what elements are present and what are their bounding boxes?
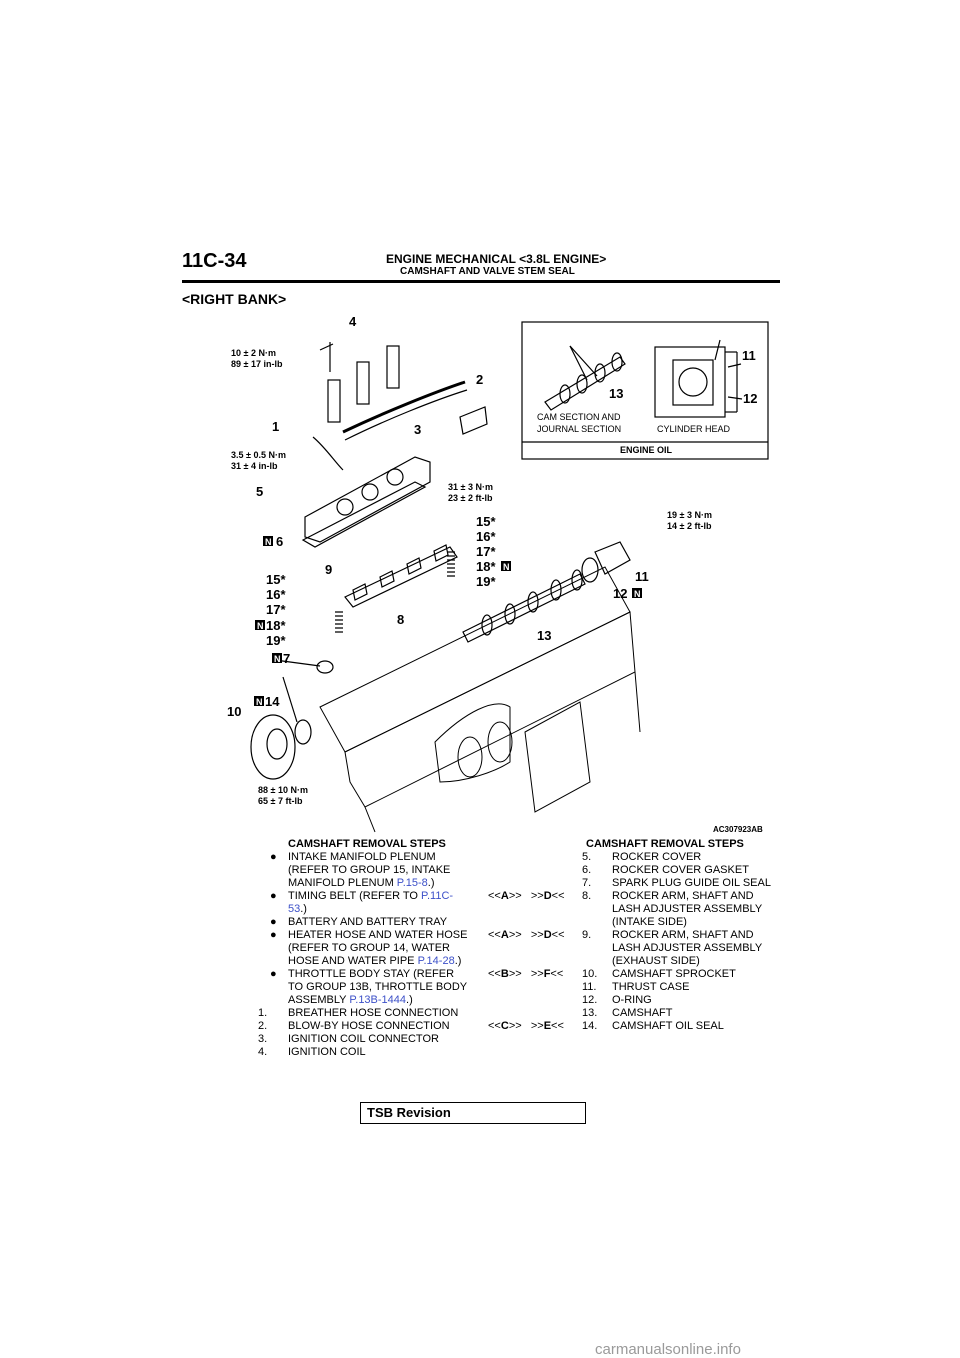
callout-16a: 16* [266, 587, 286, 602]
header-rule [182, 280, 780, 283]
callout-18b: 18* [476, 559, 496, 574]
tsb-revision-box: TSB Revision [360, 1102, 586, 1124]
callout-14: 14 [265, 694, 280, 709]
ref-link-p11c-53[interactable]: P.11C-53 [288, 890, 454, 915]
section-subtitle: CAMSHAFT AND VALVE STEM SEAL [400, 266, 575, 277]
inset-camshaft-drawing [544, 352, 626, 411]
torque-label-coil-bolt-inlb: 89 ± 17 in-lb [231, 359, 283, 369]
inset-callout-12: 12 [743, 391, 757, 406]
list-item: <<B>> >>F<< 10.CAMSHAFT SPROCKET [488, 968, 736, 980]
inset-label-cylinder-head: CYLINDER HEAD [657, 424, 731, 434]
list-item: <<A>> >>D<< 9.ROCKER ARM, SHAFT AND LASH… [488, 929, 762, 967]
torque-label-cover-bolt-inlb: 31 ± 4 in-lb [231, 461, 278, 471]
chapter-title: ENGINE MECHANICAL <3.8L ENGINE> [386, 252, 607, 266]
torque-label-thrust-bolt-ftlb: 14 ± 2 ft-lb [667, 521, 712, 531]
callout-4: 4 [349, 314, 357, 329]
ignition-coils-drawing [327, 345, 468, 441]
callout-6: 6 [276, 534, 283, 549]
callout-16b: 16* [476, 529, 496, 544]
torque-label-coil-bolt-nm: 10 ± 2 N·m [231, 348, 276, 358]
new-part-mark-18b: N [503, 562, 510, 572]
torque-label-thrust-bolt-nm: 19 ± 3 N·m [667, 510, 712, 520]
bank-title: <RIGHT BANK> [182, 291, 287, 307]
callout-18a: 18* [266, 618, 286, 633]
ref-link-p14-28[interactable]: P.14-28 [417, 955, 455, 967]
callout-9: 9 [325, 562, 332, 577]
cylinder-head-block-drawing [319, 566, 641, 833]
list-item: ●HEATER HOSE AND WATER HOSE (REFER TO GR… [270, 929, 468, 967]
list-item: ●BATTERY AND BATTERY TRAY [270, 916, 448, 928]
service-op-marks: <<A>> >>D<< [488, 929, 565, 941]
inset-callout-11: 11 [742, 348, 756, 363]
new-part-mark-6: N [265, 537, 272, 547]
list-item: 12.O-RING [582, 994, 652, 1006]
callout-1: 1 [272, 419, 279, 434]
image-code: AC307923AB [713, 825, 763, 834]
callout-17a: 17* [266, 602, 286, 617]
site-watermark: carmanualsonline.info [595, 1341, 741, 1358]
callout-7: 7 [283, 651, 290, 666]
callout-10: 10 [227, 704, 241, 719]
callout-5: 5 [256, 484, 263, 499]
inset-caption-engine-oil: ENGINE OIL [620, 445, 673, 455]
page-number: 11C-34 [182, 250, 247, 272]
left-steps-heading: CAMSHAFT REMOVAL STEPS [288, 838, 446, 850]
engine-oil-inset-box [521, 321, 769, 460]
new-part-mark-7: N [274, 654, 281, 664]
list-item: 1.BREATHER HOSE CONNECTION [258, 1007, 459, 1019]
callout-15b: 15* [476, 514, 496, 529]
list-item: 13.CAMSHAFT [582, 1007, 673, 1019]
torque-label-sprocket-bolt-nm: 88 ± 10 N·m [258, 785, 308, 795]
list-item: 5.ROCKER COVER [582, 851, 702, 863]
exploded-view-diagram: 10 ± 2 N·m 89 ± 17 in-lb 3.5 ± 0.5 N·m 3… [227, 314, 769, 834]
list-item: 6.ROCKER COVER GASKET [582, 864, 749, 876]
callout-19b: 19* [476, 574, 496, 589]
callout-15a: 15* [266, 572, 286, 587]
list-item: 7.SPARK PLUG GUIDE OIL SEAL [582, 877, 771, 889]
inset-cylinder-head-drawing [654, 346, 738, 418]
right-steps-heading: CAMSHAFT REMOVAL STEPS [586, 838, 744, 850]
inset-callout-13: 13 [609, 386, 623, 401]
torque-label-shaft-bolt-ftlb: 23 ± 2 ft-lb [448, 493, 493, 503]
callout-19a: 19* [266, 633, 286, 648]
service-op-marks: <<C>> >>E<< [488, 1020, 564, 1032]
callout-11: 11 [635, 569, 649, 584]
right-steps-column: CAMSHAFT REMOVAL STEPS 5.ROCKER COVER 6.… [488, 838, 778, 1033]
ref-link-p15-8[interactable]: P.15-8 [396, 877, 428, 889]
thrust-case-drawing [594, 541, 631, 575]
ref-link-p13b-1444[interactable]: P.13B-1444 [349, 994, 407, 1006]
left-steps-column: CAMSHAFT REMOVAL STEPS ●INTAKE MANIFOLD … [258, 838, 473, 1059]
camshaft-sprocket-drawing [250, 714, 312, 780]
new-part-mark-18a: N [257, 621, 264, 631]
service-op-marks: <<B>> >>F<< [488, 968, 564, 980]
callout-2: 2 [476, 372, 483, 387]
new-part-mark-12: N [634, 589, 641, 599]
torque-label-sprocket-bolt-ftlb: 65 ± 7 ft-lb [258, 796, 303, 806]
list-item: ●THROTTLE BODY STAY (REFER TO GROUP 13B,… [270, 968, 467, 1006]
list-item: <<A>> >>D<< 8.ROCKER ARM, SHAFT AND LASH… [488, 890, 762, 928]
service-op-marks: <<A>> >>D<< [488, 890, 565, 902]
callout-13: 13 [537, 628, 551, 643]
list-item: 11.THRUST CASE [582, 981, 690, 993]
rocker-cover-drawing [301, 456, 431, 548]
list-item: 2.BLOW-BY HOSE CONNECTION [258, 1020, 450, 1032]
callout-3: 3 [414, 422, 421, 437]
callout-17b: 17* [476, 544, 496, 559]
callout-12: 12 [613, 586, 627, 601]
inset-label-cam-section-2: JOURNAL SECTION [537, 424, 621, 434]
new-part-mark-14: N [256, 697, 263, 707]
camshaft-drawing [462, 569, 586, 643]
torque-label-shaft-bolt-nm: 31 ± 3 N·m [448, 482, 493, 492]
list-item: ●INTAKE MANIFOLD PLENUM (REFER TO GROUP … [270, 851, 451, 889]
rocker-arm-shaft-drawing [344, 544, 458, 608]
callout-8: 8 [397, 612, 404, 627]
inset-label-cam-section-1: CAM SECTION AND [537, 412, 621, 422]
list-item: 3.IGNITION COIL CONNECTOR [258, 1033, 439, 1045]
list-item: ●TIMING BELT (REFER TO P.11C-53.) [270, 890, 454, 915]
o-ring-drawing [581, 557, 599, 583]
torque-label-cover-bolt-nm: 3.5 ± 0.5 N·m [231, 450, 286, 460]
list-item: 4.IGNITION COIL [258, 1046, 366, 1058]
list-item: <<C>> >>E<< 14.CAMSHAFT OIL SEAL [488, 1020, 724, 1032]
